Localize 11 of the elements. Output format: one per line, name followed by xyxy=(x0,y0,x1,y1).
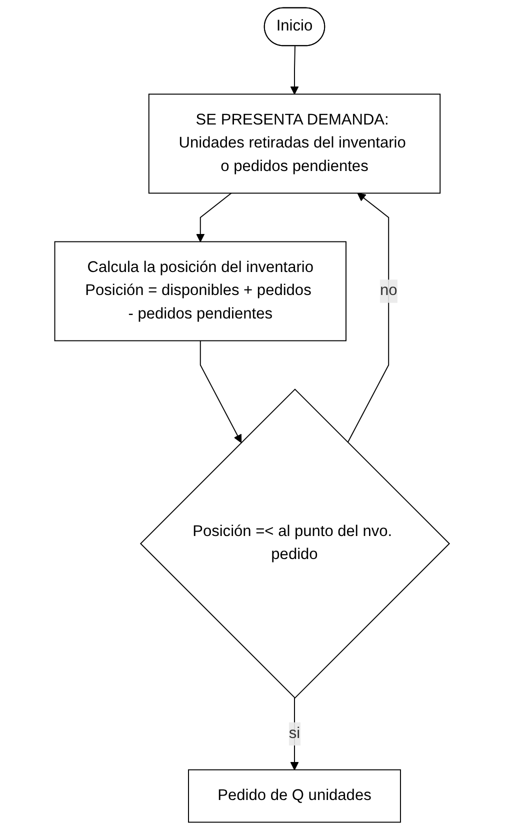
arrow xyxy=(290,46,300,95)
process-box: Pedido de Q unidades xyxy=(188,769,402,823)
start-terminal: Inicio xyxy=(264,7,326,46)
decision-diamond: Posición =< al punto del nvo. pedido xyxy=(140,388,450,699)
arrow xyxy=(348,192,390,444)
edge-label: no xyxy=(380,280,398,303)
arrow xyxy=(200,340,242,443)
edge-label: si xyxy=(289,722,301,746)
arrow xyxy=(196,192,232,242)
process-box: Calcula la posición del inventario Posición = disponibles + pedidos - pedidos pendientes xyxy=(54,241,347,342)
process-box: SE PRESENTA DEMANDA: Unidades retiradas del inventario o pedidos pendientes xyxy=(148,94,442,194)
